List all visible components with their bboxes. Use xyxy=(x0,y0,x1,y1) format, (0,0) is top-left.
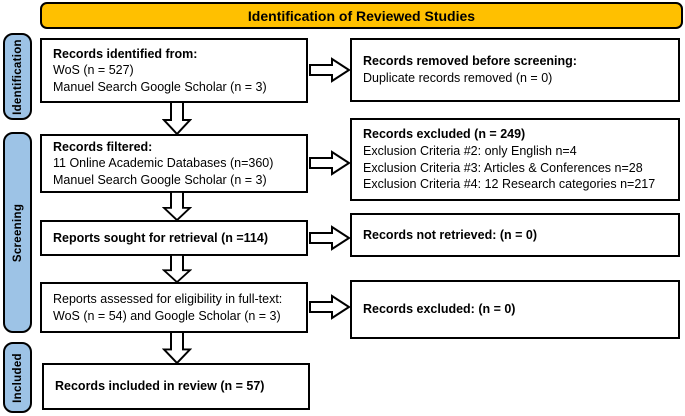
box-line: Records removed before screening: xyxy=(363,54,577,69)
box-records-removed-before-screening: Records removed before screening: Duplic… xyxy=(350,38,680,102)
box-reports-assessed: Reports assessed for eligibility in full… xyxy=(40,282,308,333)
right-arrow-identified-to-removed xyxy=(309,57,351,83)
box-line: Records filtered: xyxy=(53,139,153,154)
down-arrow-sought-to-assessed xyxy=(162,255,192,283)
down-arrow-assessed-to-included xyxy=(162,332,192,364)
stage-label-included-text: Included xyxy=(11,352,24,403)
right-arrow-assessed-to-excluded xyxy=(309,294,351,320)
box-line: Manuel Search Google Scholar (n = 3) xyxy=(53,172,267,187)
box-line: Reports sought for retrieval (n =114) xyxy=(53,230,268,245)
stage-label-identification: Identification xyxy=(3,33,32,120)
box-records-excluded-screening: Records excluded (n = 249) Exclusion Cri… xyxy=(350,118,680,201)
down-arrow-filtered-to-sought xyxy=(162,192,192,221)
stage-label-screening-text: Screening xyxy=(11,203,24,262)
box-line: Records excluded: (n = 0) xyxy=(363,302,516,317)
diagram-title: Identification of Reviewed Studies xyxy=(247,7,476,24)
box-line: Records included in review (n = 57) xyxy=(55,379,265,394)
box-line: Exclusion Criteria #4: 12 Research categ… xyxy=(363,177,656,192)
box-line: Reports assessed for eligibility in full… xyxy=(53,291,283,306)
stage-label-screening: Screening xyxy=(3,132,32,333)
box-records-identified: Records identified from: WoS (n = 527) M… xyxy=(40,38,308,103)
box-line: Exclusion Criteria #2: only English n=4 xyxy=(363,143,577,158)
box-line: WoS (n = 54) and Google Scholar (n = 3) xyxy=(53,308,281,323)
box-records-included: Records included in review (n = 57) xyxy=(42,363,310,410)
box-line: 11 Online Academic Databases (n=360) xyxy=(53,156,274,171)
box-line: Records not retrieved: (n = 0) xyxy=(363,227,537,242)
box-line: Exclusion Criteria #3: Articles & Confer… xyxy=(363,160,643,175)
stage-label-included: Included xyxy=(3,342,32,413)
stage-label-identification-text: Identification xyxy=(11,38,24,115)
box-reports-sought: Reports sought for retrieval (n =114) xyxy=(40,220,308,256)
box-records-filtered: Records filtered: 11 Online Academic Dat… xyxy=(40,134,308,193)
right-arrow-filtered-to-excluded xyxy=(309,150,351,176)
box-line: Manuel Search Google Scholar (n = 3) xyxy=(53,79,267,94)
box-line: WoS (n = 527) xyxy=(53,63,134,78)
box-records-not-retrieved: Records not retrieved: (n = 0) xyxy=(350,213,680,257)
diagram-title-banner: Identification of Reviewed Studies xyxy=(40,2,683,29)
box-records-excluded-fulltext: Records excluded: (n = 0) xyxy=(350,280,680,339)
box-line: Records identified from: xyxy=(53,46,198,61)
right-arrow-sought-to-notretrieved xyxy=(309,225,351,251)
box-line: Records excluded (n = 249) xyxy=(363,127,526,142)
box-line: Duplicate records removed (n = 0) xyxy=(363,71,553,85)
down-arrow-identified-to-filtered xyxy=(162,102,192,135)
